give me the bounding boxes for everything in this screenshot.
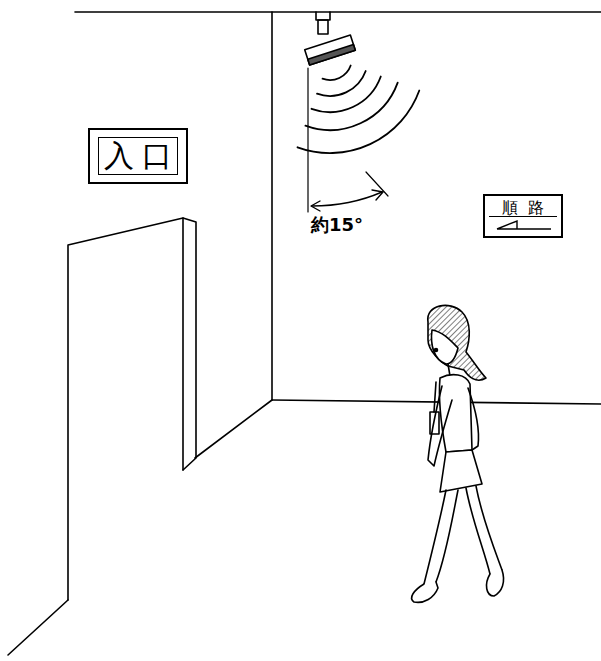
sign-panel: 入口 [98,137,178,175]
arrow-head [311,201,320,211]
floor-line [272,400,601,404]
arrow-head [372,190,383,200]
sensor-waves [298,66,420,154]
sensor-mount [316,12,330,20]
floor-line [195,400,272,458]
reference-line [366,172,388,196]
ceiling-line [75,11,601,13]
door-jamb [183,218,196,470]
door-frame [68,218,183,600]
reference-line [307,68,308,212]
sign-panel: 順路 [489,199,557,217]
sensor-body [305,35,356,65]
wall-corner [271,12,273,400]
sign-text: 入口 [104,141,180,171]
angle-label: 約15° [311,213,363,237]
angle-arc [312,192,382,206]
arrow-symbol [489,218,559,234]
sensor-mount [318,20,328,34]
door-sign: 入口 [88,128,188,184]
route-sign: 順路 [483,194,563,238]
floor-line [8,600,68,655]
sign-text: 順路 [502,200,554,216]
walking-woman [412,305,504,602]
